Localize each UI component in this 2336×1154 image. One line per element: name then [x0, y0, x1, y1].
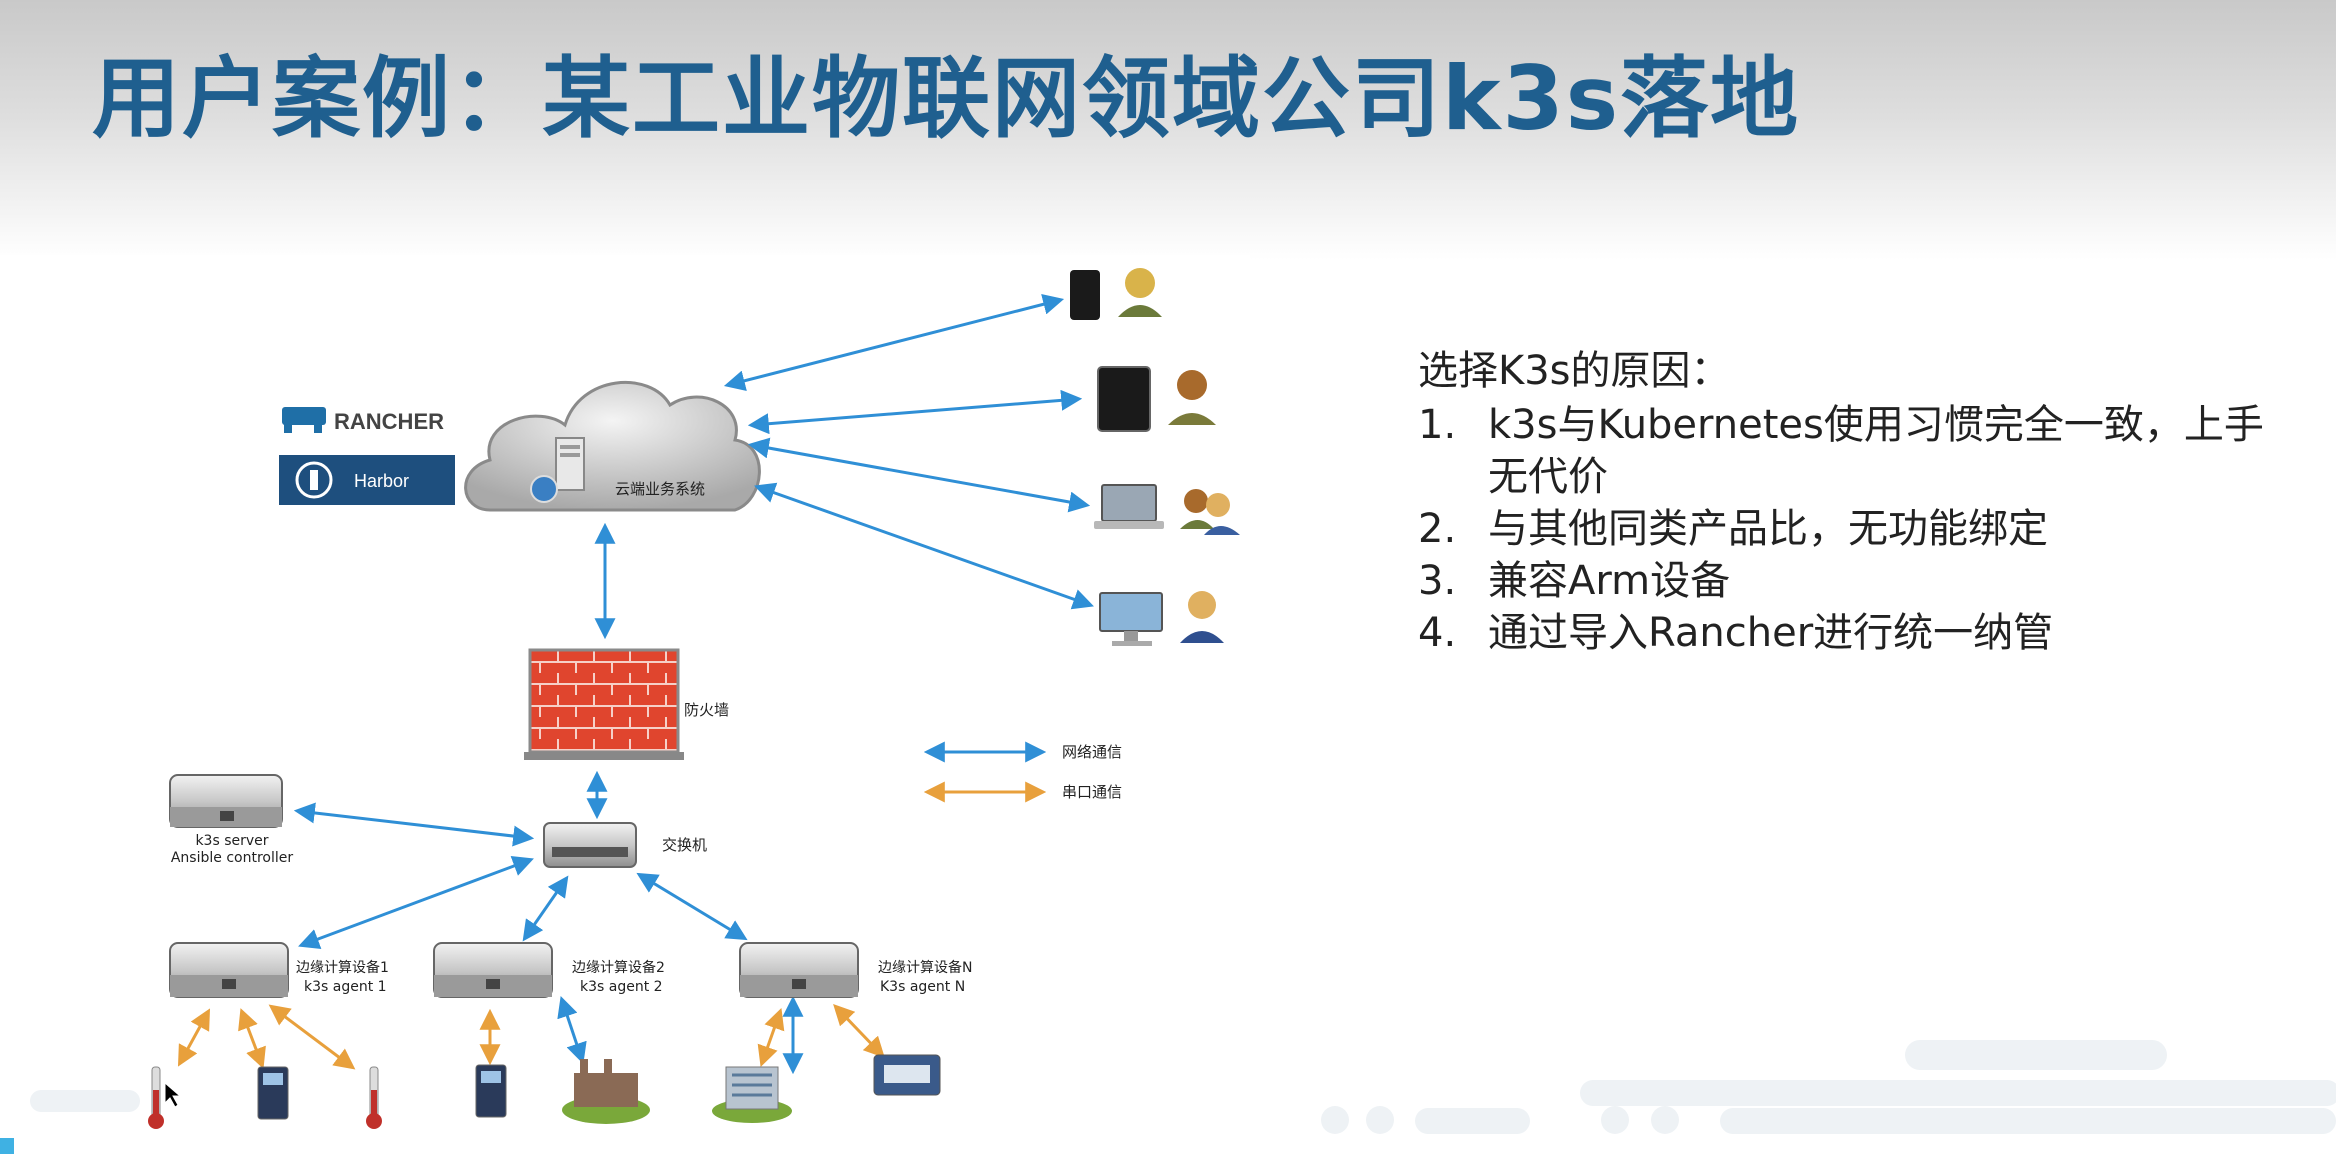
agent-1-label-line1: 边缘计算设备1	[296, 959, 389, 976]
agent-n-label-line1: 边缘计算设备N	[878, 959, 972, 976]
agent-1-label-line2: k3s agent 1	[304, 979, 387, 995]
link-cloud-laptop	[747, 437, 1091, 513]
slide-title: 用户案例：某工业物联网领域公司k3s落地	[92, 47, 1801, 150]
link-cloud-tablet	[747, 389, 1083, 435]
footer-decoration	[0, 1040, 2336, 1154]
serial-agentN-building	[757, 1008, 785, 1067]
diagram-svg: RANCHER Harbor 云端业务系统	[148, 268, 1240, 1129]
meter-icon	[475, 1064, 507, 1118]
firewall-label: 防火墙	[684, 701, 729, 719]
reasons-panel: 选择K3s的原因： 1. k3s与Kubernetes使用习惯完全一致，上手无代…	[1418, 345, 2298, 659]
meter-icon	[257, 1066, 289, 1120]
agent-2-label-line1: 边缘计算设备2	[572, 959, 665, 976]
reason-item: 1. k3s与Kubernetes使用习惯完全一致，上手无代价	[1418, 399, 2298, 503]
cloud-business-system: 云端业务系统	[464, 381, 761, 512]
firewall: 防火墙	[524, 648, 729, 760]
laptop-user-device	[1094, 484, 1240, 535]
agent-device-2: 边缘计算设备2 k3s agent 2	[433, 942, 665, 998]
link-agent2-factory	[557, 996, 587, 1064]
server-label-line2: Ansible controller	[171, 850, 294, 866]
mouse-cursor-icon	[164, 1081, 182, 1108]
rancher-logo: RANCHER	[282, 407, 444, 434]
agent-device-n: 边缘计算设备N K3s agent N	[739, 942, 972, 998]
network-switch: 交换机	[543, 822, 707, 868]
legend-serial-label: 串口通信	[1062, 783, 1122, 801]
agent-n-label-line2: K3s agent N	[880, 979, 965, 995]
reason-number: 2.	[1418, 506, 1457, 552]
serial-agentN-device	[833, 1003, 885, 1059]
serial-agent1-meter	[238, 1008, 266, 1069]
link-switch-agentN	[636, 872, 748, 941]
rancher-logo-text: RANCHER	[334, 409, 444, 434]
serial-device-icon	[873, 1054, 941, 1096]
thermometer-icon	[148, 1066, 164, 1129]
link-server-switch	[293, 802, 535, 847]
harbor-logo-text: Harbor	[354, 471, 409, 491]
thermometer-icon	[366, 1066, 382, 1129]
reason-item: 3. 兼容Arm设备	[1418, 555, 2298, 607]
reason-text: 通过导入Rancher进行统一纳管	[1488, 610, 2054, 656]
reason-number: 3.	[1418, 558, 1457, 604]
link-switch-agent2	[522, 875, 569, 942]
reason-item: 2. 与其他同类产品比，无功能绑定	[1418, 503, 2298, 555]
reason-item: 4. 通过导入Rancher进行统一纳管	[1418, 607, 2298, 659]
reason-text: 兼容Arm设备	[1488, 558, 1731, 604]
agent-device-1: 边缘计算设备1 k3s agent 1	[169, 942, 389, 998]
header-band	[0, 0, 2336, 260]
reason-number: 4.	[1418, 610, 1457, 656]
serial-agent1-thermo1	[177, 1008, 211, 1067]
reasons-heading: 选择K3s的原因：	[1418, 348, 1731, 394]
reason-text: k3s与Kubernetes使用习惯完全一致，上手无代价	[1488, 402, 2264, 500]
serial-agent1-thermo2	[268, 1004, 356, 1070]
link-cloud-phone	[723, 293, 1065, 392]
k3s-server: k3s server Ansible controller	[169, 774, 294, 866]
link-switch-agent1	[298, 856, 534, 949]
harbor-logo: Harbor	[279, 455, 455, 505]
legend: 网络通信 串口通信	[923, 741, 1122, 803]
legend-network-label: 网络通信	[1062, 743, 1122, 761]
cloud-label: 云端业务系统	[615, 480, 705, 498]
link-cloud-desktop	[754, 482, 1094, 610]
building-icon	[712, 1066, 792, 1123]
desktop-user-device	[1099, 591, 1224, 646]
tablet-user-device	[1097, 366, 1216, 432]
phone-user-device	[1070, 268, 1162, 320]
agent-2-label-line2: k3s agent 2	[580, 979, 663, 995]
switch-label: 交换机	[662, 836, 707, 854]
reason-text: 与其他同类产品比，无功能绑定	[1488, 506, 2048, 552]
server-label-line1: k3s server	[195, 833, 268, 849]
reason-number: 1.	[1418, 402, 1457, 448]
factory-icon	[562, 1059, 650, 1124]
architecture-diagram: RANCHER Harbor 云端业务系统	[0, 255, 1250, 1150]
